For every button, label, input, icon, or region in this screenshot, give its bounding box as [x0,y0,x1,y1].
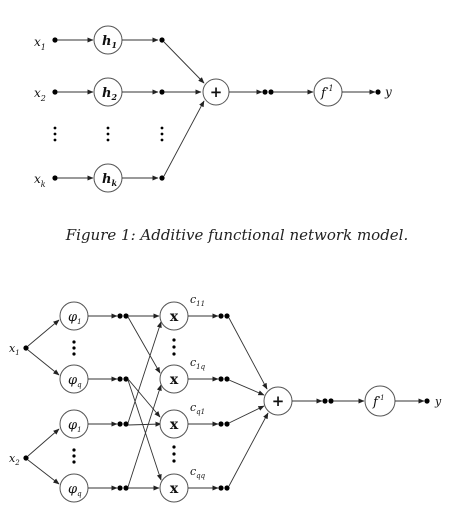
ellipsis-phi-group-1 [72,340,76,356]
function-label-h2: h2 [102,86,117,102]
h2-output-node [159,89,165,95]
function-label-h1: h1 [102,34,117,50]
phi-label-1-1: φ1 [68,310,82,326]
phi21-output-node-b [123,421,129,427]
output-label-y: y [384,85,392,99]
input-node-x1 [52,37,58,43]
sum2-output-node-b [328,398,334,404]
inverse2-label: f-1 [372,394,385,410]
input-xk-label: xk [34,172,46,189]
weight-node-11 [218,313,224,319]
additive-network-diagram: x1 x2 xk h1 h2 hk [34,25,392,193]
input2-x1-label: x1 [9,342,20,357]
edge-w1q-sum [228,379,265,396]
phi11-output-node [117,313,123,319]
sum-output-node-a [262,89,268,95]
edge-x1-phiq [27,349,60,376]
ellipsis-column-functions [106,126,110,142]
sum2-symbol: + [272,392,285,410]
edge-hk-sum [163,100,205,177]
sum2-output-node-a [322,398,328,404]
product-symbol-1q: x [170,372,179,388]
weight-node-1q [218,376,224,382]
weight-node-q1 [218,421,224,427]
ellipsis-phi-group-2 [72,448,76,464]
phi1q-output-node-b [123,376,129,382]
product-symbol-qq: x [170,481,179,497]
h1-output-node [159,37,165,43]
weight-node-1q-b [224,376,230,382]
weight-label-c1q: c1q [190,356,206,371]
edge-x2-phi1 [27,428,60,457]
input-node-xk [52,175,58,181]
weight-label-cq1: cq1 [190,401,205,416]
cross-edges [127,313,162,491]
input-node-x2 [52,89,58,95]
weight-label-c11: c11 [190,293,205,308]
ellipsis-column-outputs [160,126,164,142]
weight-label-cqq: cqq [190,465,206,480]
edge-wqq-sum [228,412,269,487]
phi-label-1-q: φq [68,373,82,389]
product-symbol-11: x [170,309,179,325]
output2-label-y: y [434,395,442,408]
edge-wq1-sum [228,405,265,424]
function-label-hk: hk [102,172,117,188]
input2-node-x2 [23,455,29,461]
edge-x2-phiq [27,459,60,485]
product-symbol-q1: x [170,417,179,433]
input2-node-x1 [23,345,29,351]
phi1q-output-node [117,376,123,382]
phi21-output-node [117,421,123,427]
weight-node-qq-b [224,485,230,491]
edge-w11-sum [228,317,268,390]
phi-label-2-q: φq [68,482,82,498]
figure-caption: Figure 1: Additive functional network mo… [65,226,409,244]
input-x2-label: x2 [34,86,46,103]
ellipsis-product-group-1 [172,338,176,356]
output2-node-y [424,398,430,404]
ellipsis-column-inputs [53,126,57,142]
sum-output-node-b [268,89,274,95]
weight-node-11-b [224,313,230,319]
phi11-output-node-b [123,313,129,319]
separable-network-diagram: x1 x2 φ1 φq φ1 φq [9,293,442,503]
weight-node-qq [218,485,224,491]
input2-x2-label: x2 [9,452,20,467]
sum-symbol: + [210,83,223,101]
edge-x1-phi1 [27,319,60,347]
phi-label-2-1: φ1 [68,418,82,434]
ellipsis-product-group-2 [172,445,176,463]
edge-h1-sum [163,41,205,84]
phi2q-output-node [117,485,123,491]
output-node-y [375,89,381,95]
hk-output-node [159,175,165,181]
weight-node-q1-b [224,421,230,427]
input-x1-label: x1 [34,35,46,52]
phi2q-output-node-b [123,485,129,491]
inverse-label: f-1 [320,84,334,101]
